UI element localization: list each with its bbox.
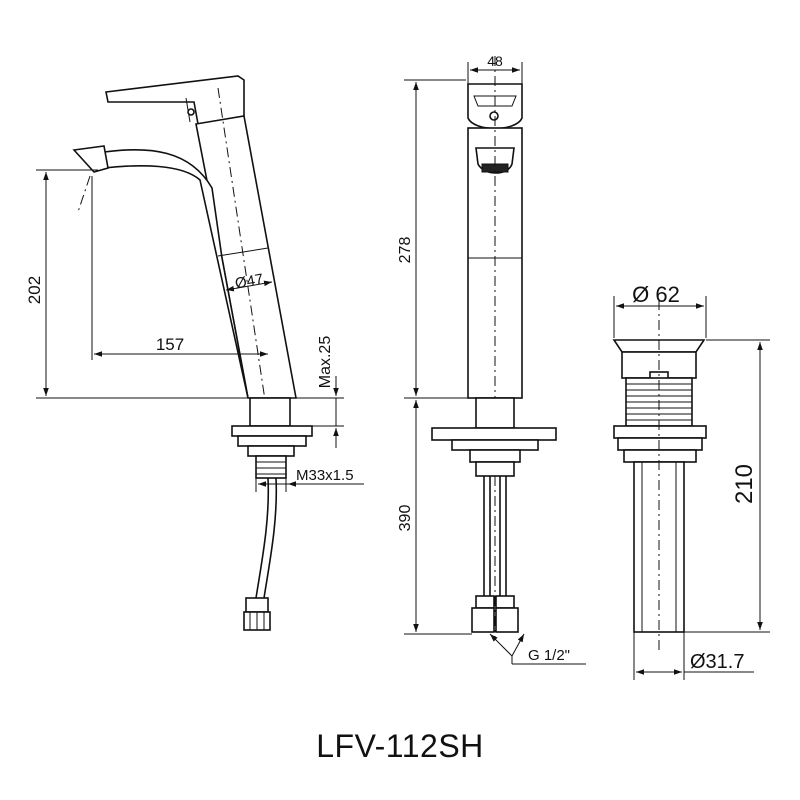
width-label: 48 (487, 53, 503, 69)
body-diameter-label: Ø47 (234, 271, 265, 293)
tail-diameter-label: Ø31.7 (690, 651, 744, 673)
reach-label: 157 (156, 335, 184, 354)
lower-height-label: 390 (397, 505, 414, 532)
connection-label: G 1/2" (528, 647, 570, 664)
faucet-handle (105, 75, 245, 125)
cap-diameter-label: Ø 62 (632, 282, 680, 307)
upper-height-label: 278 (397, 237, 414, 264)
drain-height-label: 210 (731, 464, 758, 504)
faucet-front-view: 48 278 390 G 1/2" (397, 53, 586, 665)
faucet-body (195, 115, 297, 399)
spout-aerator (72, 145, 109, 173)
model-caption: LFV-112SH (316, 728, 484, 764)
deck-thickness-label: Max.25 (317, 336, 334, 389)
faucet-side-view: 202 157 Ø47 Max.25 M33x1.5 (25, 75, 364, 631)
pop-up-drain-view: Ø 62 210 Ø31.7 (612, 282, 770, 680)
height-label: 202 (25, 276, 44, 304)
faucet-spout (103, 148, 249, 399)
thread-label: M33x1.5 (296, 467, 354, 484)
body-diameter-dimension-line (225, 280, 273, 292)
